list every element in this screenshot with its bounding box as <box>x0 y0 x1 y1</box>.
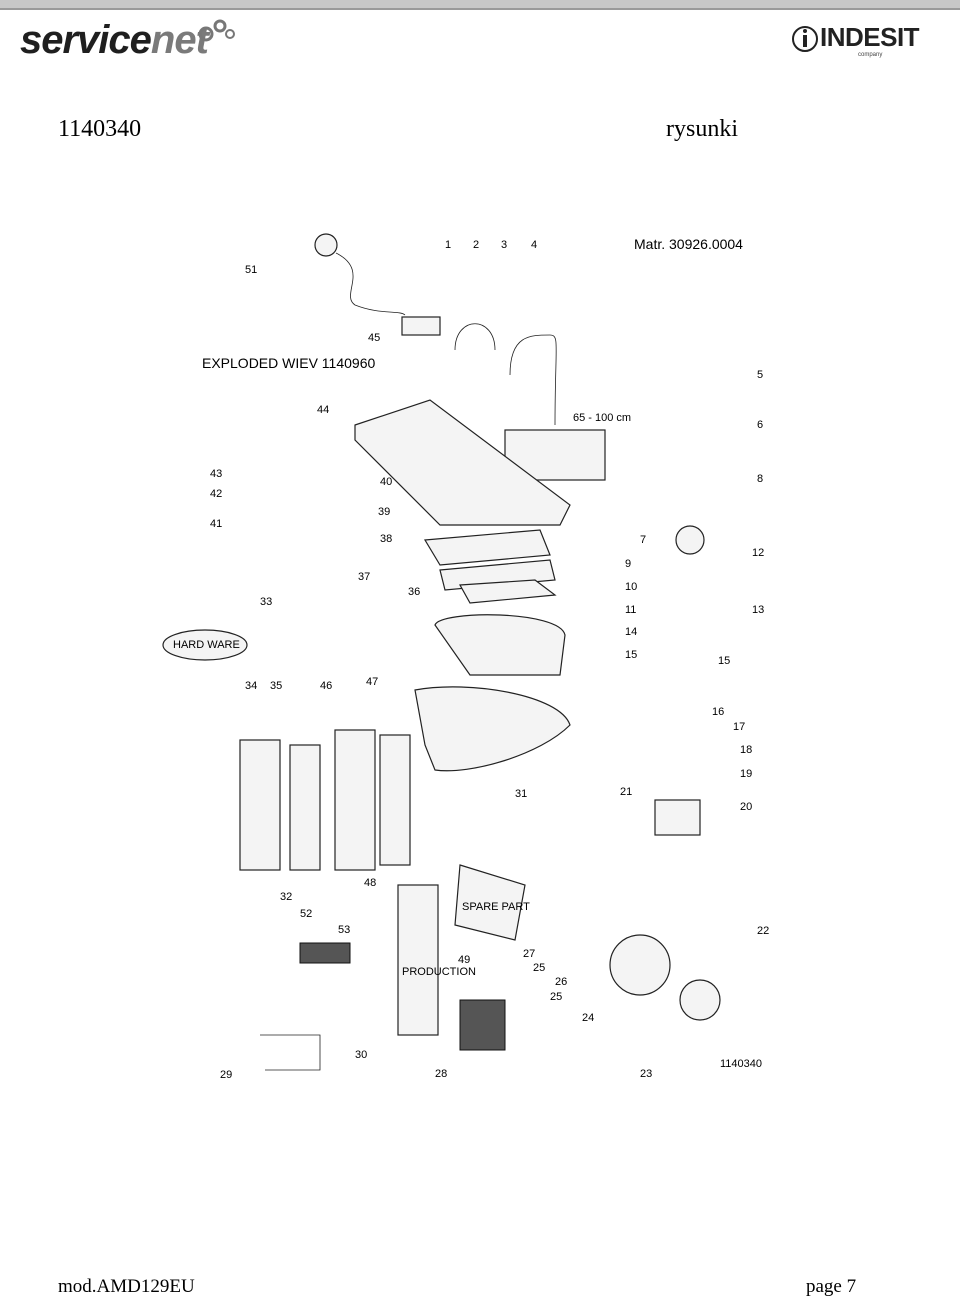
lid-part <box>459 579 557 604</box>
document-code: 1140340 <box>58 116 142 142</box>
part-number-label: 11 <box>625 604 636 616</box>
part-number-label: 32 <box>280 891 292 903</box>
part-number-label: 9 <box>625 558 631 570</box>
part-number-label: 15 <box>718 655 730 667</box>
indesit-i-icon <box>792 26 818 52</box>
indesit-logo-sub: company <box>858 52 883 58</box>
board-part <box>289 744 321 871</box>
part-number-label: 10 <box>625 581 637 593</box>
production-text: PRODUCTION <box>402 966 476 978</box>
part-number-label: 30 <box>355 1049 367 1061</box>
drawing-id: 1140340 <box>720 1058 762 1070</box>
part-number-label: 29 <box>220 1069 232 1081</box>
power-cord-part <box>314 233 441 336</box>
footer-page: page 7 <box>806 1276 857 1297</box>
part-number-label: 24 <box>582 1012 594 1024</box>
part-number-label: 51 <box>245 264 257 276</box>
part-number-label: 48 <box>364 877 376 889</box>
part-number-label: 28 <box>435 1068 447 1080</box>
board-cover-2-part <box>334 729 376 871</box>
servicenet-logo-text-b: net <box>150 18 209 62</box>
part-number-label: 7 <box>640 534 646 546</box>
part-number-label: 35 <box>270 680 282 692</box>
part-number-label: 26 <box>555 976 567 988</box>
part-number-label: 8 <box>757 473 763 485</box>
part-number-label: 40 <box>380 476 392 488</box>
part-number-label: 43 <box>210 468 222 480</box>
part-number-label: 19 <box>740 768 752 780</box>
drain-pump-part <box>459 999 506 1051</box>
hose-guide-part <box>454 323 496 351</box>
top-border <box>0 0 960 8</box>
servicenet-logo-text-a: service <box>20 18 152 62</box>
part-number-label: 44 <box>317 404 329 416</box>
part-number-label: 41 <box>210 518 222 530</box>
part-number-label: 21 <box>620 786 632 798</box>
board-cover-part <box>239 739 281 871</box>
top-border-shadow <box>0 8 960 10</box>
part-number-label: 27 <box>523 948 535 960</box>
footer-model: mod.AMD129EU <box>58 1276 195 1297</box>
spare-part-board <box>454 864 526 941</box>
tub-part <box>414 686 571 772</box>
exploded-view-title: EXPLODED WIEV 1140960 <box>202 355 375 371</box>
part-number-label: 49 <box>458 954 470 966</box>
document-section: rysunki <box>666 116 738 142</box>
servicenet-logo: servicenet <box>20 18 209 63</box>
part-number-label: 36 <box>408 586 420 598</box>
part-number-label: 39 <box>378 506 390 518</box>
hardware-text: HARD WARE <box>173 639 240 651</box>
part-number-label: 34 <box>245 680 257 692</box>
part-number-label: 52 <box>300 908 312 920</box>
part-number-label: 37 <box>358 571 370 583</box>
exploded-view-diagram: Matr. 30926.0004 EXPLODED WIEV 1140960 1… <box>162 233 769 1081</box>
pressure-switch-part <box>675 525 705 555</box>
part-number-label: 5 <box>757 369 763 381</box>
part-number-label: 16 <box>712 706 724 718</box>
filter-cap-part <box>679 979 721 1021</box>
hardware-ellipse <box>162 629 248 661</box>
pump-housing-part <box>609 934 671 996</box>
drawer-part <box>434 614 566 676</box>
spare-part-text: SPARE PART <box>462 901 530 913</box>
filter-part <box>423 529 551 566</box>
part-number-label: 23 <box>640 1068 652 1080</box>
part-number-label: 6 <box>757 419 763 431</box>
part-number-label: 20 <box>740 801 752 813</box>
dispenser-top-part <box>354 399 571 526</box>
part-number-label: 25 <box>550 991 562 1003</box>
part-number-label: 38 <box>380 533 392 545</box>
part-number-label: 45 <box>368 332 380 344</box>
part-number-label: 46 <box>320 680 332 692</box>
door-lock-part <box>299 942 351 964</box>
page-header: servicenet INDESIT company <box>0 10 960 72</box>
part-number-label: 13 <box>752 604 764 616</box>
heater-part <box>260 1034 321 1071</box>
part-number-label: 47 <box>366 676 378 688</box>
part-number-label: 33 <box>260 596 272 608</box>
part-number-label: 1 <box>445 239 451 251</box>
production-board-part <box>397 884 439 1036</box>
part-number-label: 3 <box>501 239 507 251</box>
part-number-label: 18 <box>740 744 752 756</box>
part-number-label: 4 <box>531 239 537 251</box>
part-number-label: 42 <box>210 488 222 500</box>
part-number-label: 15 <box>625 649 637 661</box>
part-number-label: 25 <box>533 962 545 974</box>
part-number-label: 12 <box>752 547 764 559</box>
height-range: 65 - 100 cm <box>573 412 631 424</box>
board-2-part <box>379 734 411 866</box>
part-number-label: 2 <box>473 239 479 251</box>
gear-icon <box>198 19 235 42</box>
part-number-label: 53 <box>338 924 350 936</box>
part-number-label: 31 <box>515 788 527 800</box>
level-switch-part <box>654 799 701 836</box>
material-number: Matr. 30926.0004 <box>634 236 743 252</box>
part-number-label: 17 <box>733 721 745 733</box>
fill-hose-part <box>504 334 606 481</box>
part-number-label: 14 <box>625 626 637 638</box>
indesit-logo: INDESIT <box>820 22 920 52</box>
part-number-label: 22 <box>757 925 769 937</box>
